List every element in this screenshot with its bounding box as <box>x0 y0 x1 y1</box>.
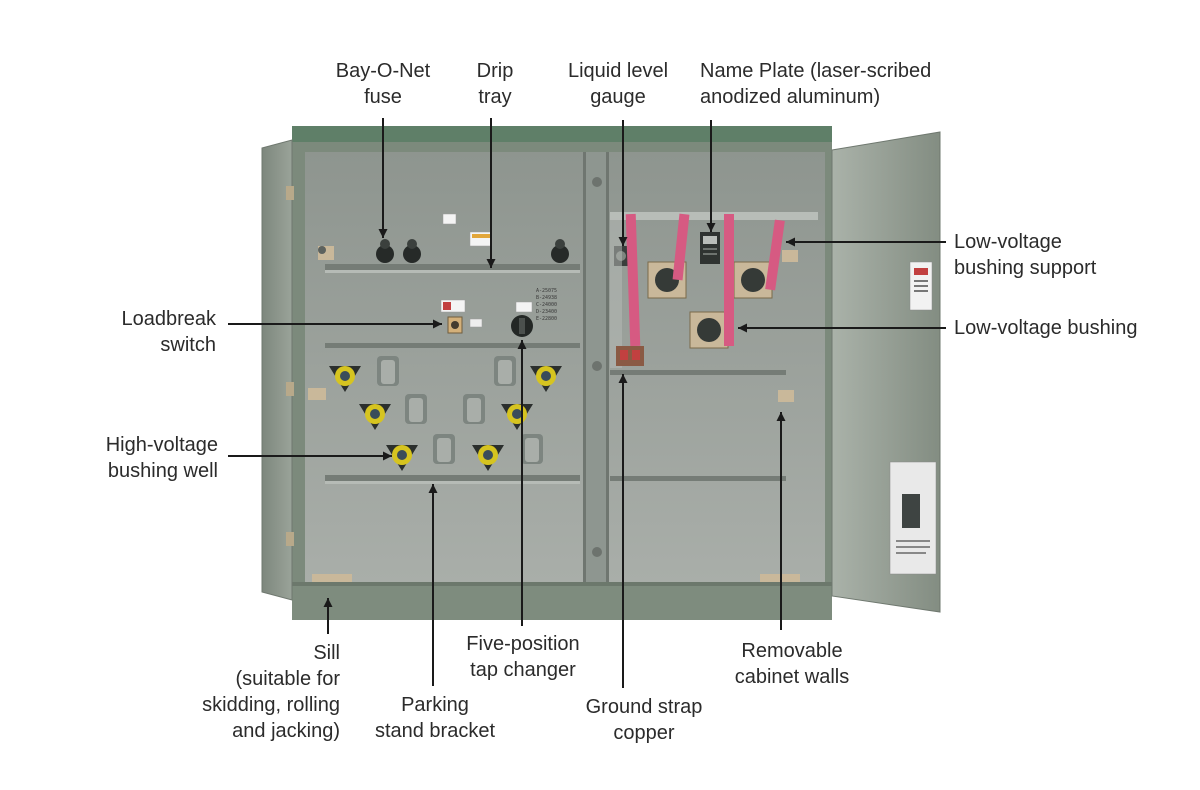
leader-arrow <box>786 237 946 247</box>
svg-text:E-22800: E-22800 <box>536 316 557 322</box>
parking-stand-brackets <box>377 356 543 464</box>
parking-stand-cup <box>463 394 485 424</box>
warning-label-icon <box>440 213 533 313</box>
parking-stand-cup <box>494 356 516 386</box>
low-voltage-bushing-icon <box>647 261 773 349</box>
leader-arrow <box>618 120 628 246</box>
svg-text:C-24000: C-24000 <box>536 302 557 308</box>
fuse-icon <box>318 239 569 263</box>
leader-arrow <box>706 120 716 232</box>
tap-position-table: A-25075 B-24938 C-24000 D-23400 E-22800 <box>536 288 557 322</box>
parking-stand-cup <box>433 434 455 464</box>
parking-stand-cup <box>521 434 543 464</box>
leader-arrow <box>323 598 333 634</box>
leader-arrow <box>228 451 392 461</box>
hv-bushing-well <box>386 445 418 471</box>
parking-stand-cup <box>377 356 399 386</box>
leader-arrow <box>228 319 442 329</box>
busbar-icon <box>610 213 785 368</box>
parking-stand-cup <box>405 394 427 424</box>
hv-bushing-well <box>472 445 504 471</box>
svg-text:A-25075: A-25075 <box>536 288 557 294</box>
right-shelves <box>610 212 818 481</box>
leader-arrow <box>378 118 388 238</box>
svg-text:B-24938: B-24938 <box>536 295 557 301</box>
bushing-icon <box>329 366 562 471</box>
leader-arrow <box>428 484 438 686</box>
ground-strap-icon <box>616 346 644 366</box>
leader-arrow <box>776 412 786 630</box>
name-plate-icon <box>700 232 720 264</box>
svg-text:D-23400: D-23400 <box>536 309 557 315</box>
leader-arrow <box>738 323 946 333</box>
loadbreak-switch-icon <box>447 316 483 334</box>
hv-bushing-well <box>329 366 361 392</box>
tap-changer-icon <box>511 315 533 337</box>
hv-bushing-well <box>530 366 562 392</box>
leader-arrow <box>517 340 527 626</box>
hv-bushing-well <box>359 404 391 430</box>
leader-lines <box>228 118 946 688</box>
leader-arrow <box>486 118 496 268</box>
left-door <box>261 139 294 601</box>
label-lv-bushing: Low-voltage bushing <box>954 317 1138 339</box>
right-door <box>831 131 941 613</box>
leader-arrow <box>618 374 628 688</box>
